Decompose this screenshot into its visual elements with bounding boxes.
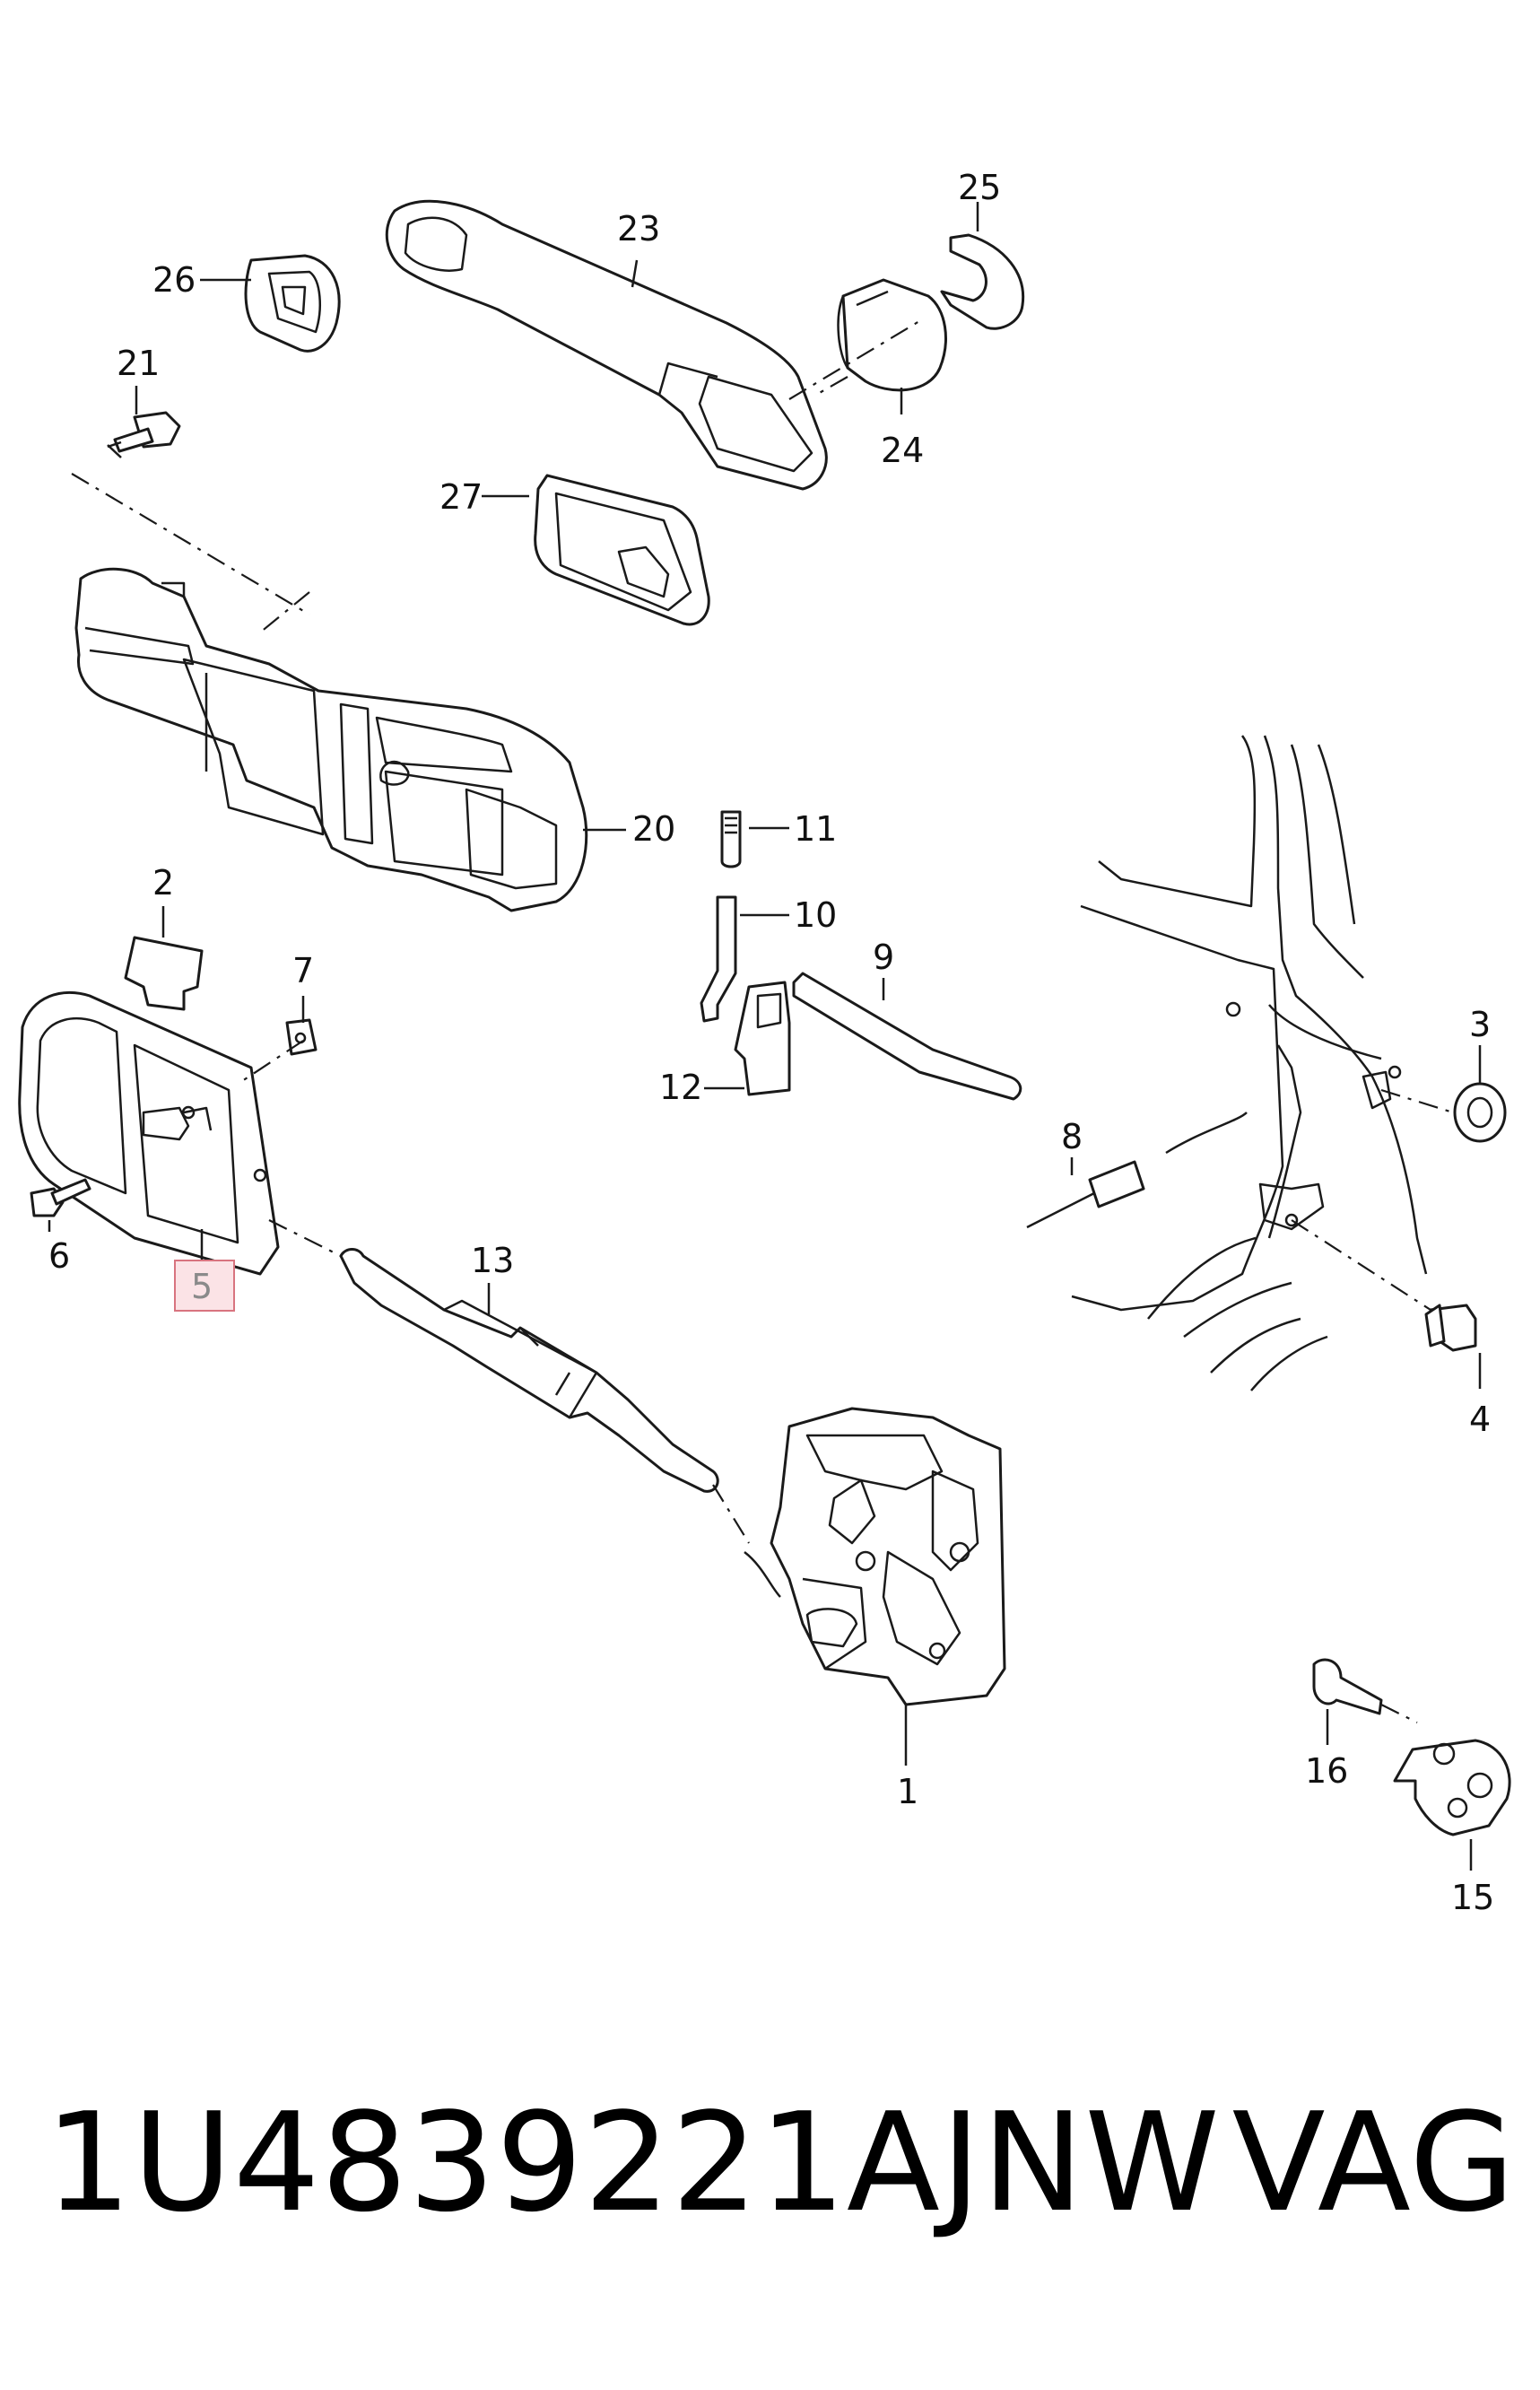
callout-26: 26 [152, 260, 196, 300]
callout-16: 16 [1305, 1751, 1348, 1791]
callout-10: 10 [794, 895, 837, 935]
callout-4: 4 [1469, 1400, 1491, 1439]
callout-5: 5 [191, 1267, 213, 1306]
callout-25: 25 [958, 168, 1001, 207]
part-24-cap [837, 278, 947, 392]
callout-3: 3 [1469, 1005, 1491, 1044]
part-21-screw [107, 411, 181, 458]
part-2-clip [124, 936, 204, 1011]
footer: 1U4839221AJNW VAG [45, 2081, 1516, 2243]
part-12-clip [734, 981, 791, 1096]
part-27-gasket [534, 474, 710, 626]
part-16-bolt [1312, 1658, 1383, 1715]
part-26-grommet [244, 254, 341, 353]
callout-1: 1 [897, 1772, 918, 1811]
part-10-rod [700, 895, 737, 1023]
part-11-pin [720, 810, 742, 868]
part-15-striker [1393, 1739, 1511, 1836]
callout-2: 2 [152, 863, 174, 903]
callout-23: 23 [617, 209, 660, 249]
callout-12: 12 [659, 1068, 702, 1107]
callout-13: 13 [471, 1241, 514, 1280]
part-3-grommet [1453, 1082, 1507, 1143]
part-8-sensor [1026, 1160, 1145, 1229]
highlight-box [174, 1260, 235, 1312]
callout-20: 20 [632, 809, 675, 849]
part-20-handle-carrier [74, 567, 588, 912]
part-4-bolt [1424, 1304, 1477, 1352]
callout-8: 8 [1061, 1117, 1083, 1156]
part-23-outer-handle [385, 199, 828, 491]
part-1-door-lock [744, 1407, 1006, 1706]
callout-9: 9 [873, 938, 894, 977]
callout-7: 7 [292, 951, 314, 990]
brand: VAG [1231, 2082, 1516, 2242]
callout-27: 27 [439, 477, 483, 517]
part-5-inner-handle [18, 990, 280, 1276]
callout-labels: 23 25 26 21 24 27 20 11 10 9 12 8 2 7 3 … [48, 168, 1494, 1917]
part-number: 1U4839221AJNW [45, 2082, 1221, 2242]
callout-15: 15 [1451, 1878, 1494, 1917]
door-body-outline [1071, 735, 1428, 1391]
leader-lines [48, 202, 1482, 1871]
callout-6: 6 [48, 1236, 70, 1276]
assembly-lines [71, 318, 1454, 1723]
callout-24: 24 [881, 431, 924, 470]
callout-11: 11 [794, 809, 837, 849]
callout-21: 21 [117, 344, 160, 383]
part-9-rod [792, 972, 1022, 1101]
part-25-seal [940, 233, 1025, 330]
part-13-cable [339, 1248, 719, 1493]
part-6-screw [30, 1178, 91, 1217]
